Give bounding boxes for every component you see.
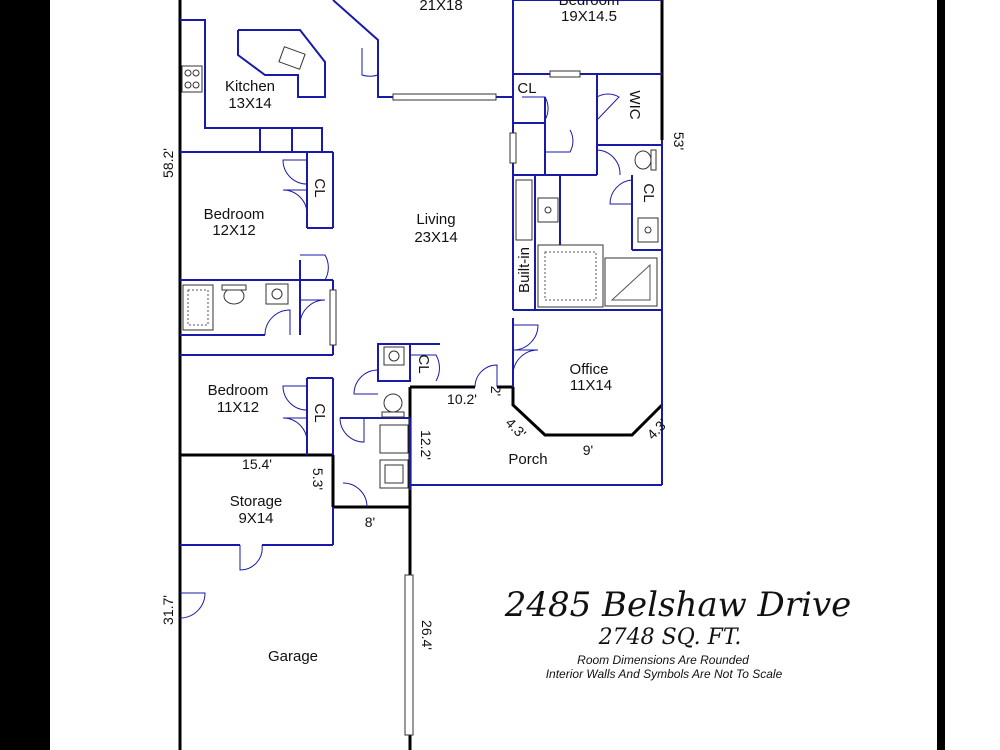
office-name: Office bbox=[570, 361, 609, 378]
storage-size: 9X14 bbox=[238, 510, 273, 527]
note-not-to-scale: Interior Walls And Symbols Are Not To Sc… bbox=[546, 667, 783, 681]
builtin-label: Built-in bbox=[516, 247, 533, 293]
square-footage: 2748 SQ. FT. bbox=[598, 625, 742, 650]
cl-bedroom2: CL bbox=[311, 178, 328, 197]
porch-name: Porch bbox=[508, 451, 547, 468]
sink-2-icon bbox=[265, 283, 289, 305]
dim-right-upper: 53' bbox=[671, 132, 687, 150]
master-sink-1-icon bbox=[537, 197, 559, 223]
cl-master: CL bbox=[517, 80, 536, 97]
dim-storage-bottom: 8' bbox=[365, 514, 375, 530]
wic-label: WIC bbox=[626, 90, 643, 119]
garage-name: Garage bbox=[268, 648, 318, 665]
toilet-hall-icon bbox=[381, 393, 405, 418]
room-labels: 21X18 Bedroom 19X14.5 Kitchen 13X14 Livi… bbox=[204, 0, 620, 665]
bedroom3-name: Bedroom bbox=[208, 382, 269, 399]
dim-storage-top: 15.4' bbox=[242, 456, 272, 472]
cl-bedroom3: CL bbox=[311, 403, 328, 422]
living-name: Living bbox=[416, 211, 455, 228]
stove-icon bbox=[181, 65, 203, 93]
kitchen-sink-icon bbox=[278, 46, 306, 70]
washer-icon bbox=[379, 424, 409, 454]
dimension-labels: 58.2' 31.7' 53' 10.2' 2' 4.3' 4.3' 9' 12… bbox=[160, 132, 687, 650]
door-swings bbox=[179, 48, 633, 619]
kitchen-size: 13X14 bbox=[228, 95, 271, 112]
closet-labels: CL CL CL CL CL WIC Built-in bbox=[311, 80, 657, 423]
dryer-icon bbox=[379, 459, 409, 489]
dim-storage-side: 5.3' bbox=[310, 468, 326, 490]
kitchen-name: Kitchen bbox=[225, 78, 275, 95]
master-shower-icon bbox=[537, 244, 604, 308]
living-size: 23X14 bbox=[414, 229, 457, 246]
cl-hall: CL bbox=[415, 354, 432, 373]
interior-walls bbox=[180, 0, 663, 546]
property-info: 2485 Belshaw Drive 2748 SQ. FT. Room Dim… bbox=[504, 585, 852, 681]
office-size: 11X14 bbox=[570, 377, 612, 394]
master-name: Bedroom bbox=[559, 0, 620, 9]
cl-master-bath: CL bbox=[640, 183, 657, 202]
bedroom3-size: 11X12 bbox=[217, 399, 259, 416]
toilet-2-icon bbox=[221, 284, 247, 305]
windows bbox=[329, 70, 581, 736]
dim-porch-top: 10.2' bbox=[447, 391, 477, 407]
bedroom2-name: Bedroom bbox=[204, 206, 265, 223]
master-size: 19X14.5 bbox=[561, 8, 617, 25]
sink-hall-icon bbox=[383, 346, 405, 366]
dim-left-upper: 58.2' bbox=[160, 148, 176, 178]
builtin-cabinet-icon bbox=[515, 179, 533, 241]
address-title: 2485 Belshaw Drive bbox=[504, 585, 852, 625]
dim-left-lower: 31.7' bbox=[160, 595, 176, 625]
bathtub-icon bbox=[604, 257, 658, 307]
note-rounded: Room Dimensions Are Rounded bbox=[577, 653, 749, 667]
left-border bbox=[0, 0, 50, 750]
dim-garage-door: 26.4' bbox=[419, 620, 435, 650]
right-margin bbox=[945, 0, 1000, 750]
fixtures bbox=[181, 46, 659, 489]
right-border-outer bbox=[937, 0, 945, 750]
storage-name: Storage bbox=[230, 493, 283, 510]
master-toilet-icon bbox=[634, 149, 657, 171]
shower-2-icon bbox=[182, 284, 214, 331]
dim-porch-step: 2' bbox=[488, 386, 504, 396]
dim-porch-bottom: 9' bbox=[583, 442, 593, 458]
family-size: 21X18 bbox=[419, 0, 462, 14]
dim-porch-side: 12.2' bbox=[418, 430, 434, 460]
bedroom2-size: 12X12 bbox=[212, 222, 255, 239]
master-sink-2-icon bbox=[637, 217, 659, 243]
